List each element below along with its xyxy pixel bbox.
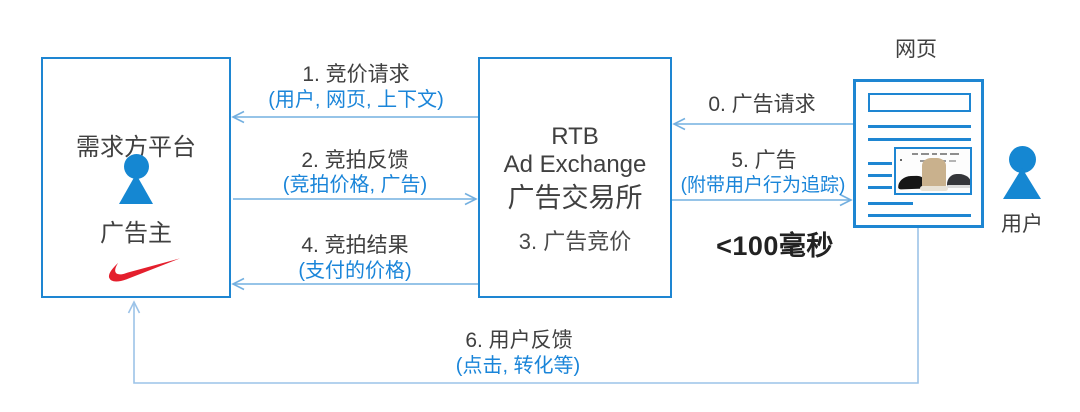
exchange-title-en: Ad Exchange [503,151,647,178]
webpage-label: 网页 [895,38,937,61]
dsp-role-label: 广告主 [100,220,172,247]
exchange-step-label: 3. 广告竞价 [518,229,632,254]
sneaker-shape-right [947,174,970,187]
webpage-text-line [868,162,892,165]
user-label: 用户 [1001,213,1043,236]
sneaker-sole-middle [920,186,948,191]
dsp-box: 需求方平台 广告主 [41,57,231,298]
arrow-ad-delivery [672,193,853,207]
arrow-bid-request [231,110,478,124]
flow1-detail: (用户, 网页, 上下文) [268,89,444,111]
webpage-text-line [868,125,971,128]
webpage-text-line [868,214,971,217]
flow4-label: 4. 竞拍结果 [301,234,409,257]
sneakers-ad-image [894,147,972,195]
webpage-text-line [868,138,971,141]
arrow-auction-result [231,277,478,291]
flow0-label: 0. 广告请求 [708,93,816,116]
exchange-title-cn: 广告交易所 [507,183,643,213]
sneaker-shape-middle [922,158,946,187]
webpage-text-line [868,174,892,177]
nike-swoosh-icon [108,258,180,282]
ad-exchange-box: RTB Ad Exchange 广告交易所 3. 广告竞价 [478,57,672,298]
latency-label: <100毫秒 [716,231,834,261]
flow6-label: 6. 用户反馈 [465,329,573,352]
flow2-label: 2. 竞拍反馈 [301,149,409,172]
arrow-bid-response [233,192,478,206]
user-person-icon [1002,146,1042,199]
flow4-detail: (支付的价格) [298,260,412,282]
webpage-box [853,79,984,228]
flow1-label: 1. 竞价请求 [302,63,410,86]
flow2-detail: (竞拍价格, 广告) [282,174,428,196]
exchange-title-rtb: RTB [551,123,599,150]
webpage-header-rect [868,93,971,112]
webpage-text-line [868,186,892,189]
flow6-detail: (点击, 转化等) [455,355,581,377]
arrow-user-feedback-loop [127,228,919,384]
flow5-detail: (附带用户行为追踪) [680,175,846,196]
webpage-text-line [868,202,913,205]
arrow-ad-request [672,117,853,131]
advertiser-person-icon [119,154,153,204]
sneaker-sole-right [947,185,970,188]
flow5-label: 5. 广告 [731,149,797,172]
